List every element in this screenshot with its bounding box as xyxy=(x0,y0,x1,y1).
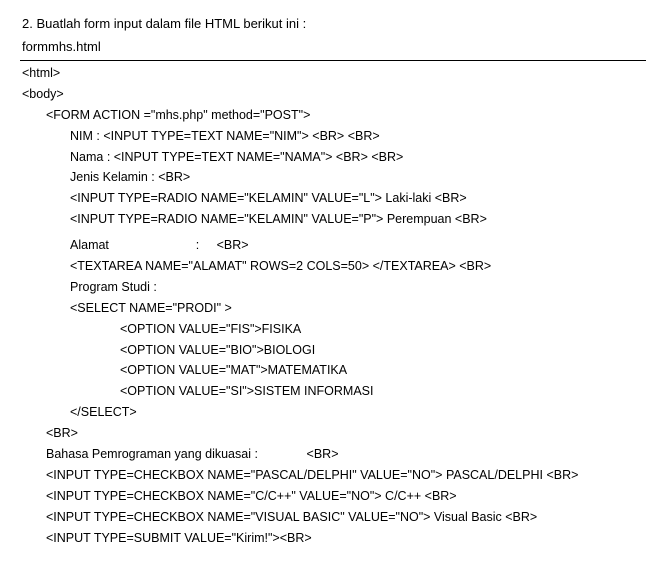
code-line-nama: Nama : <INPUT TYPE=TEXT NAME="NAMA"> <BR… xyxy=(70,149,404,164)
horizontal-divider xyxy=(20,60,646,61)
code-line-radio-l: <INPUT TYPE=RADIO NAME="KELAMIN" VALUE="… xyxy=(70,191,467,206)
code-line-body-open: <body> xyxy=(22,86,64,101)
code-line-textarea: <TEXTAREA NAME="ALAMAT" ROWS=2 COLS=50> … xyxy=(70,259,492,274)
exercise-heading: 2. Buatlah form input dalam file HTML be… xyxy=(22,16,307,31)
code-line-jenis-kelamin: Jenis Kelamin : <BR> xyxy=(70,170,191,185)
code-line-checkbox-vb: <INPUT TYPE=CHECKBOX NAME="VISUAL BASIC"… xyxy=(46,509,538,524)
code-line-option-mat: <OPTION VALUE="MAT">MATEMATIKA xyxy=(120,363,348,378)
code-line-submit: <INPUT TYPE=SUBMIT VALUE="Kirim!"><BR> xyxy=(46,530,312,545)
code-line-option-fis: <OPTION VALUE="FIS">FISIKA xyxy=(120,321,302,336)
code-line-option-si: <OPTION VALUE="SI">SISTEM INFORMASI xyxy=(120,384,374,399)
code-line-checkbox-pascal: <INPUT TYPE=CHECKBOX NAME="PASCAL/DELPHI… xyxy=(46,467,579,482)
code-line-bahasa: Bahasa Pemrograman yang dikuasai : <BR> xyxy=(46,447,339,462)
code-line-br: <BR> xyxy=(46,426,78,441)
code-line-form-open: <FORM ACTION ="mhs.php" method="POST"> xyxy=(46,107,311,122)
code-line-option-bio: <OPTION VALUE="BIO">BIOLOGI xyxy=(120,342,316,357)
file-name: formmhs.html xyxy=(22,39,101,54)
code-line-select-close: </SELECT> xyxy=(70,405,137,420)
code-line-checkbox-c: <INPUT TYPE=CHECKBOX NAME="C/C++" VALUE=… xyxy=(46,488,457,503)
code-line-html-open: <html> xyxy=(22,66,61,80)
code-line-nim: NIM : <INPUT TYPE=TEXT NAME="NIM"> <BR> … xyxy=(70,128,380,143)
code-line-select-open: <SELECT NAME="PRODI" > xyxy=(70,300,232,315)
code-line-radio-p: <INPUT TYPE=RADIO NAME="KELAMIN" VALUE="… xyxy=(70,212,487,227)
code-line-program-studi: Program Studi : xyxy=(70,279,157,294)
code-listing: <html> <body> <FORM ACTION ="mhs.php" me… xyxy=(22,63,642,548)
code-line-alamat: Alamat : <BR> xyxy=(70,238,249,253)
